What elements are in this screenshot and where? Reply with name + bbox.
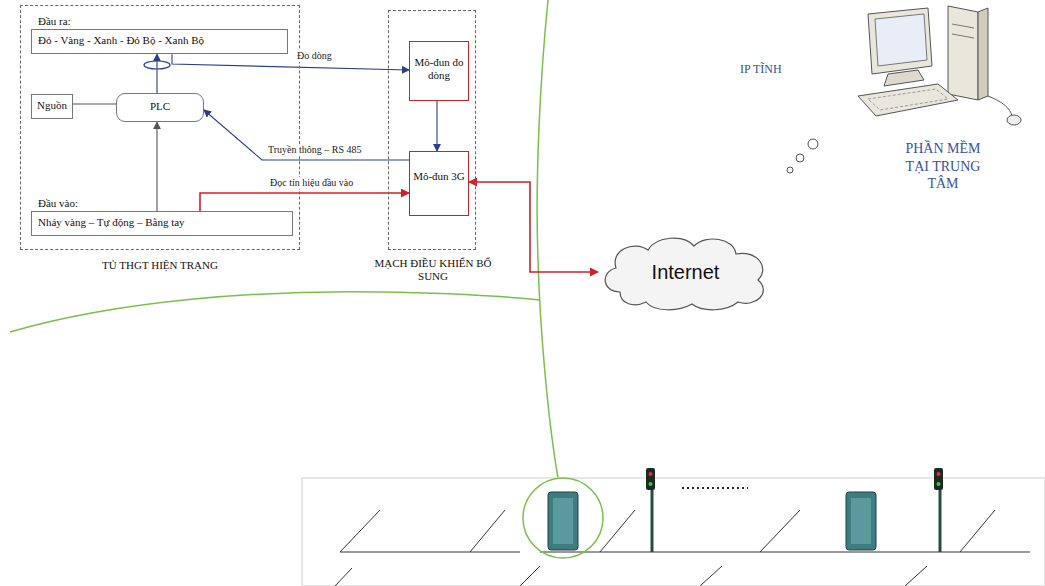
node-text: PLC [117,94,203,119]
thought-bubble [787,167,793,173]
node-text: Internet [598,232,773,284]
node-text: PHẦN MỀM TẠI TRUNG TÂM [898,140,988,193]
connector [172,54,409,70]
thought-bubble [808,139,818,149]
green-curve [537,0,558,478]
connector [73,103,116,104]
heading-text: Đầu vào: [38,197,78,210]
connector [156,54,157,93]
node-text: Nháy vàng – Tự động – Bằng tay [32,212,292,233]
node-text: MẠCH ĐIỀU KHIỂN BỔ SUNG [359,257,507,283]
signal-pole [646,468,655,552]
connector [156,122,157,211]
road-panel [302,478,1045,586]
cabinet [846,492,876,550]
cabinet [548,492,578,550]
node-text: Mô-đun đo dòng [410,42,468,82]
input-box: Đầu vào:Nháy vàng – Tự động – Bằng tay [31,211,293,236]
center-computer: IP TĨNHPHẦN MỀM TẠI TRUNG TÂM [828,4,1028,129]
edge-label: Đọc tín hiệu đầu vào [268,177,355,189]
heading-text: Đầu ra: [38,15,71,28]
thought-bubble [796,154,804,162]
dotted-continuation [682,487,748,489]
heading-text: IP TĨNH [740,62,782,76]
connector [436,101,437,151]
green-curve [10,292,540,332]
edge-label: Truyền thông – RS 485 [266,144,364,156]
road-lines [335,510,1030,586]
node-text: Nguồn [32,95,72,116]
output-box: Đầu ra:Đỏ - Vàng - Xanh - Đỏ Bộ - Xanh B… [31,29,288,54]
connector [204,110,409,160]
node-text: Mô-đun 3G [410,152,468,183]
node-text: TỦ THGT HIỆN TRẠNG [21,259,299,272]
plc-box: PLC [116,93,204,122]
current-module: Mô-đun đo dòng [409,41,469,101]
power-box: Nguồn [31,94,73,119]
edge-label: Đo dòng [295,50,334,62]
cabinet-group: TỦ THGT HIỆN TRẠNGĐầu ra:Đỏ - Vàng - Xan… [20,5,300,250]
module-3g: Mô-đun 3G [409,151,469,216]
connector [200,193,409,211]
control-group: MẠCH ĐIỀU KHIỂN BỔ SUNGMô-đun đo dòngMô-… [388,10,476,250]
highlight-circle [523,478,603,558]
computer-icon [828,4,1028,129]
internet-cloud: Internet [598,232,773,312]
node-text: Đỏ - Vàng - Xanh - Đỏ Bộ - Xanh Bộ [32,30,287,51]
signal-pole [934,468,943,552]
